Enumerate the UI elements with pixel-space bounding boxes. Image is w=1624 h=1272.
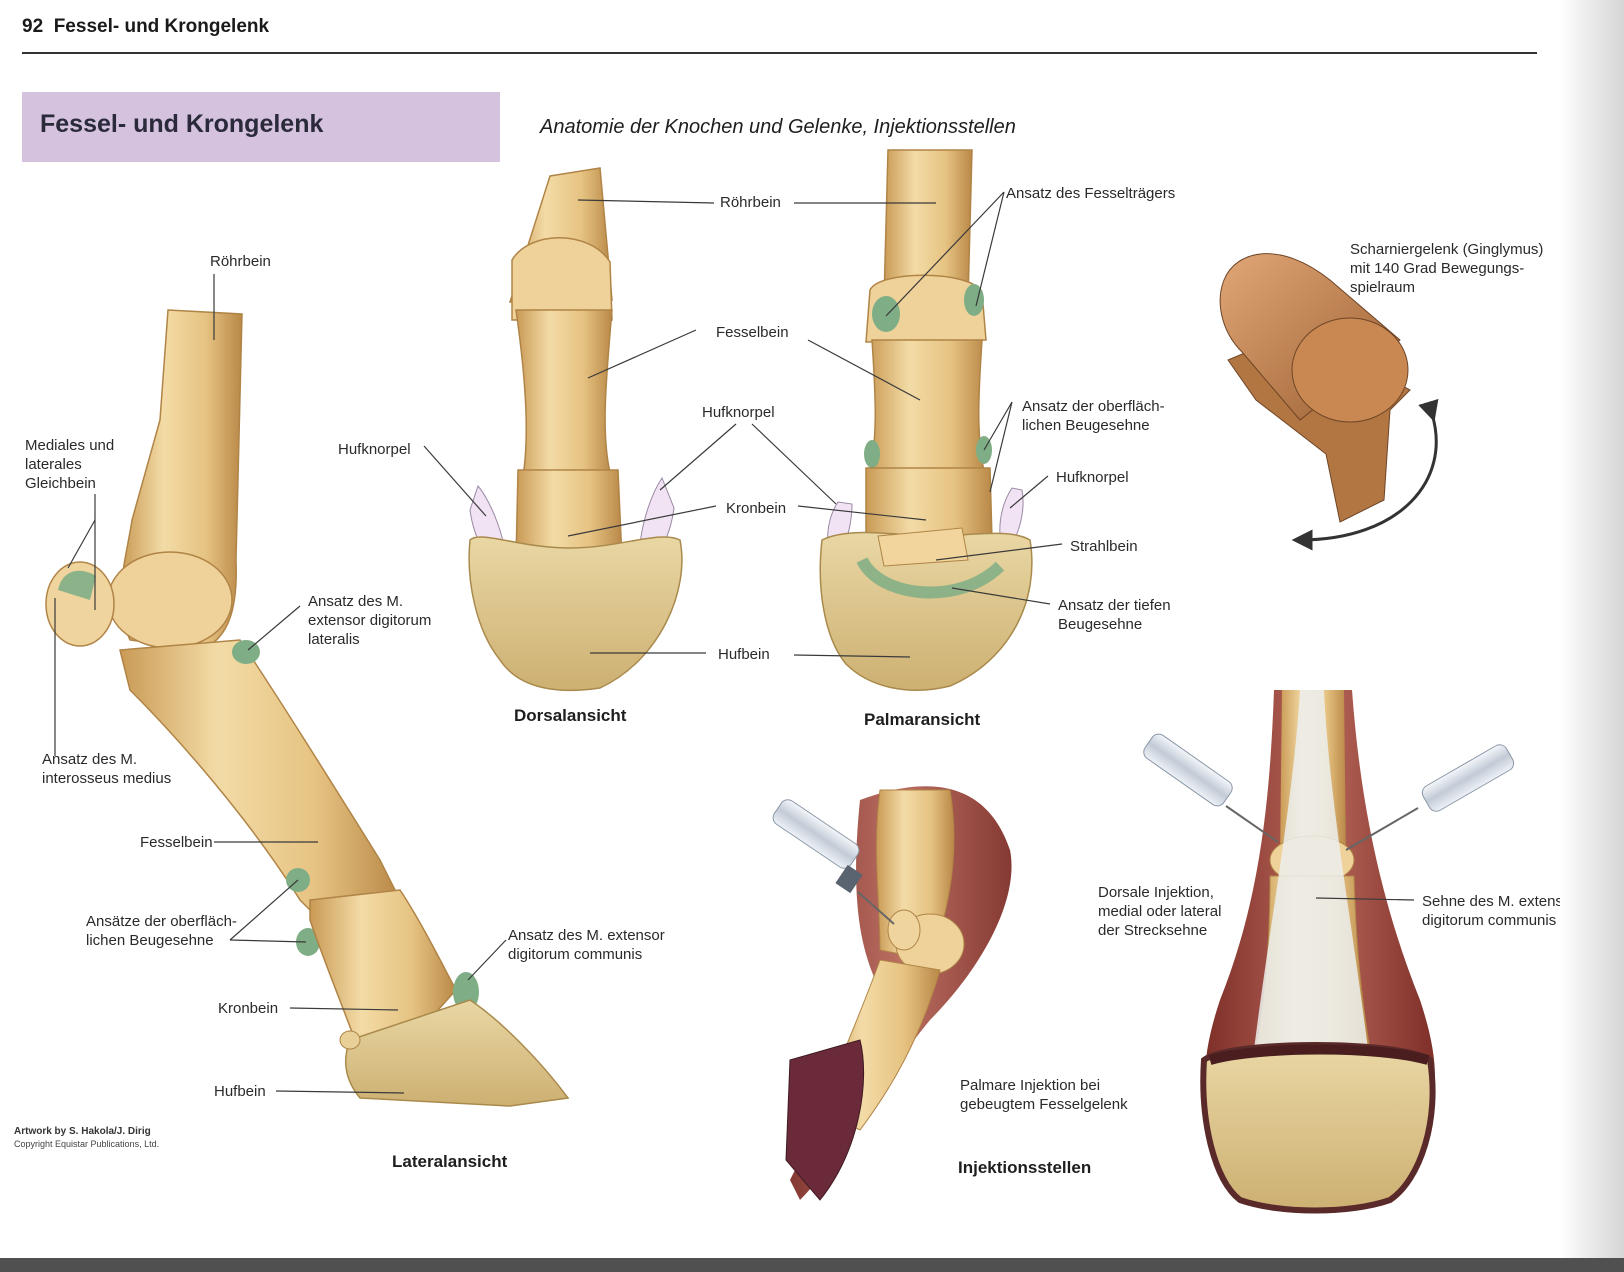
section-title-box: Fessel- und Krongelenk bbox=[22, 92, 500, 162]
label-hufbein-center: Hufbein bbox=[718, 646, 770, 663]
lateral-view-illustration bbox=[45, 309, 570, 1107]
palmar-fesseltraeger-insertion-right bbox=[964, 284, 984, 316]
caption-lateralansicht: Lateralansicht bbox=[392, 1152, 508, 1171]
lateral-sesamoid-insertion bbox=[58, 570, 96, 600]
copyright-credit: Copyright Equistar Publications, Ltd. bbox=[14, 1139, 160, 1149]
lateral-navicular-small bbox=[339, 1030, 361, 1050]
label-hufbein-lateral: Hufbein bbox=[214, 1083, 266, 1100]
palmar-fesselbein-bone bbox=[867, 339, 987, 483]
palmar-injection-illustration bbox=[772, 786, 1012, 1201]
label-beugesehne-lateral-2: lichen Beugesehne bbox=[86, 932, 214, 949]
label-hufknorpel-right: Hufknorpel bbox=[1056, 469, 1129, 486]
label-tiefe-beugesehne-2: Beugesehne bbox=[1058, 616, 1143, 633]
label-extensor-communis-1: Ansatz des M. extensor bbox=[508, 927, 665, 944]
caption-palmaransicht: Palmaransicht bbox=[864, 710, 981, 729]
label-interosseus-1: Ansatz des M. bbox=[42, 751, 138, 768]
figure-subtitle: Anatomie der Knochen und Gelenke, Injekt… bbox=[540, 116, 1016, 138]
center-leader-lines bbox=[423, 191, 1063, 658]
label-fesselbein-center: Fesselbein bbox=[716, 324, 789, 341]
label-tiefe-beugesehne-1: Ansatz der tiefen bbox=[1058, 597, 1171, 614]
lateral-leader-lines bbox=[54, 274, 507, 1094]
label-kronbein-lateral: Kronbein bbox=[218, 1000, 279, 1017]
label-hinge-1: Scharniergelenk (Ginglymus) bbox=[1350, 241, 1544, 258]
label-roehrbein-center: Röhrbein bbox=[720, 194, 781, 211]
scanner-edge bbox=[0, 1258, 1624, 1272]
label-oberfl-beugesehne-2: lichen Beugesehne bbox=[1022, 417, 1150, 434]
label-tendon-2: digitorum communis bbox=[1422, 912, 1557, 929]
label-palmar-injection-1: Palmare Injektion bei bbox=[960, 1077, 1101, 1094]
lateral-fetlock-condyle bbox=[107, 551, 233, 649]
dorsal-view-illustration bbox=[468, 167, 683, 692]
label-oberfl-beugesehne-1: Ansatz der oberfläch- bbox=[1022, 398, 1165, 415]
hinge-joint-illustration bbox=[1219, 253, 1439, 551]
palmar-syringe bbox=[772, 799, 895, 925]
page-number: 92 bbox=[22, 16, 44, 37]
label-roehrbein-lateral: Röhrbein bbox=[210, 253, 271, 270]
label-fesseltraeger: Ansatz des Fesselträgers bbox=[1006, 185, 1176, 202]
label-extensor-lateralis-3: lateralis bbox=[308, 631, 360, 648]
label-hufknorpel-center: Hufknorpel bbox=[702, 404, 775, 421]
dorsal-condyle bbox=[511, 237, 613, 321]
running-title: Fessel- und Krongelenk bbox=[53, 16, 270, 37]
palmar-strahlbein-bone bbox=[877, 527, 969, 567]
dorsal-injection-illustration bbox=[1143, 690, 1515, 1214]
dorsal-syringe-right bbox=[1345, 744, 1515, 851]
palmar-kronbein-bone bbox=[865, 467, 993, 541]
page-gutter-shadow bbox=[1560, 0, 1624, 1272]
caption-injektionsstellen: Injektionsstellen bbox=[958, 1158, 1092, 1177]
label-dorsal-injection-3: der Strecksehne bbox=[1098, 922, 1208, 939]
label-hufknorpel-left: Hufknorpel bbox=[338, 441, 411, 458]
label-gleichbein-3: Gleichbein bbox=[25, 475, 96, 492]
label-extensor-lateralis-1: Ansatz des M. bbox=[308, 593, 404, 610]
label-kronbein-center: Kronbein bbox=[726, 500, 787, 517]
extensor-tendon bbox=[1246, 690, 1376, 1120]
palmar-view-illustration bbox=[819, 149, 1033, 691]
dorsal-hufbein-bone bbox=[468, 536, 683, 692]
header-rule bbox=[22, 52, 1537, 54]
palmar-tiefe-beugesehne-insertion bbox=[856, 556, 1005, 599]
label-extensor-communis-2: digitorum communis bbox=[508, 946, 643, 963]
palmar-fesseltraeger-insertion-left bbox=[872, 296, 900, 332]
lateral-beugesehne-insertion-2 bbox=[296, 928, 320, 956]
dorsal-fesselbein-bone bbox=[515, 309, 614, 483]
label-hinge-3: spielraum bbox=[1350, 279, 1416, 296]
lateral-hufbein-bone bbox=[344, 999, 570, 1107]
label-interosseus-2: interosseus medius bbox=[42, 770, 172, 787]
label-fesselbein-lateral: Fesselbein bbox=[140, 834, 213, 851]
palmar-oberfl-insertion-left bbox=[864, 440, 880, 468]
dorsal-hoof bbox=[1200, 1042, 1436, 1214]
label-extensor-lateralis-2: extensor digitorum bbox=[308, 612, 432, 629]
label-palmar-injection-2: gebeugtem Fesselgelenk bbox=[960, 1096, 1128, 1113]
label-gleichbein-1: Mediales und bbox=[25, 437, 115, 454]
artwork-credit: Artwork by S. Hakola/J. Dirig bbox=[14, 1126, 151, 1137]
section-title: Fessel- und Krongelenk bbox=[40, 110, 324, 138]
label-beugesehne-lateral-1: Ansätze der oberfläch- bbox=[86, 913, 237, 930]
label-gleichbein-2: laterales bbox=[25, 456, 82, 473]
hinge-cylinder-end bbox=[1291, 317, 1409, 423]
label-dorsal-injection-2: medial oder lateral bbox=[1098, 903, 1222, 920]
label-hinge-2: mit 140 Grad Bewegungs- bbox=[1350, 260, 1525, 277]
page-header: 92 Fessel- und Krongelenk bbox=[22, 16, 269, 38]
dorsal-syringe-left bbox=[1143, 733, 1279, 843]
injection-leader-lines bbox=[1315, 897, 1415, 901]
coronary-band bbox=[1208, 1044, 1430, 1065]
flexed-hoof-wall bbox=[785, 1039, 865, 1201]
label-strahlbein: Strahlbein bbox=[1070, 538, 1138, 555]
flexed-sesamoid bbox=[887, 909, 921, 951]
caption-dorsalansicht: Dorsalansicht bbox=[514, 706, 627, 725]
hinge-motion-arrow bbox=[1291, 398, 1439, 551]
label-dorsal-injection-1: Dorsale Injektion, bbox=[1098, 884, 1214, 901]
label-tendon-1: Sehne des M. extensor bbox=[1422, 893, 1577, 910]
